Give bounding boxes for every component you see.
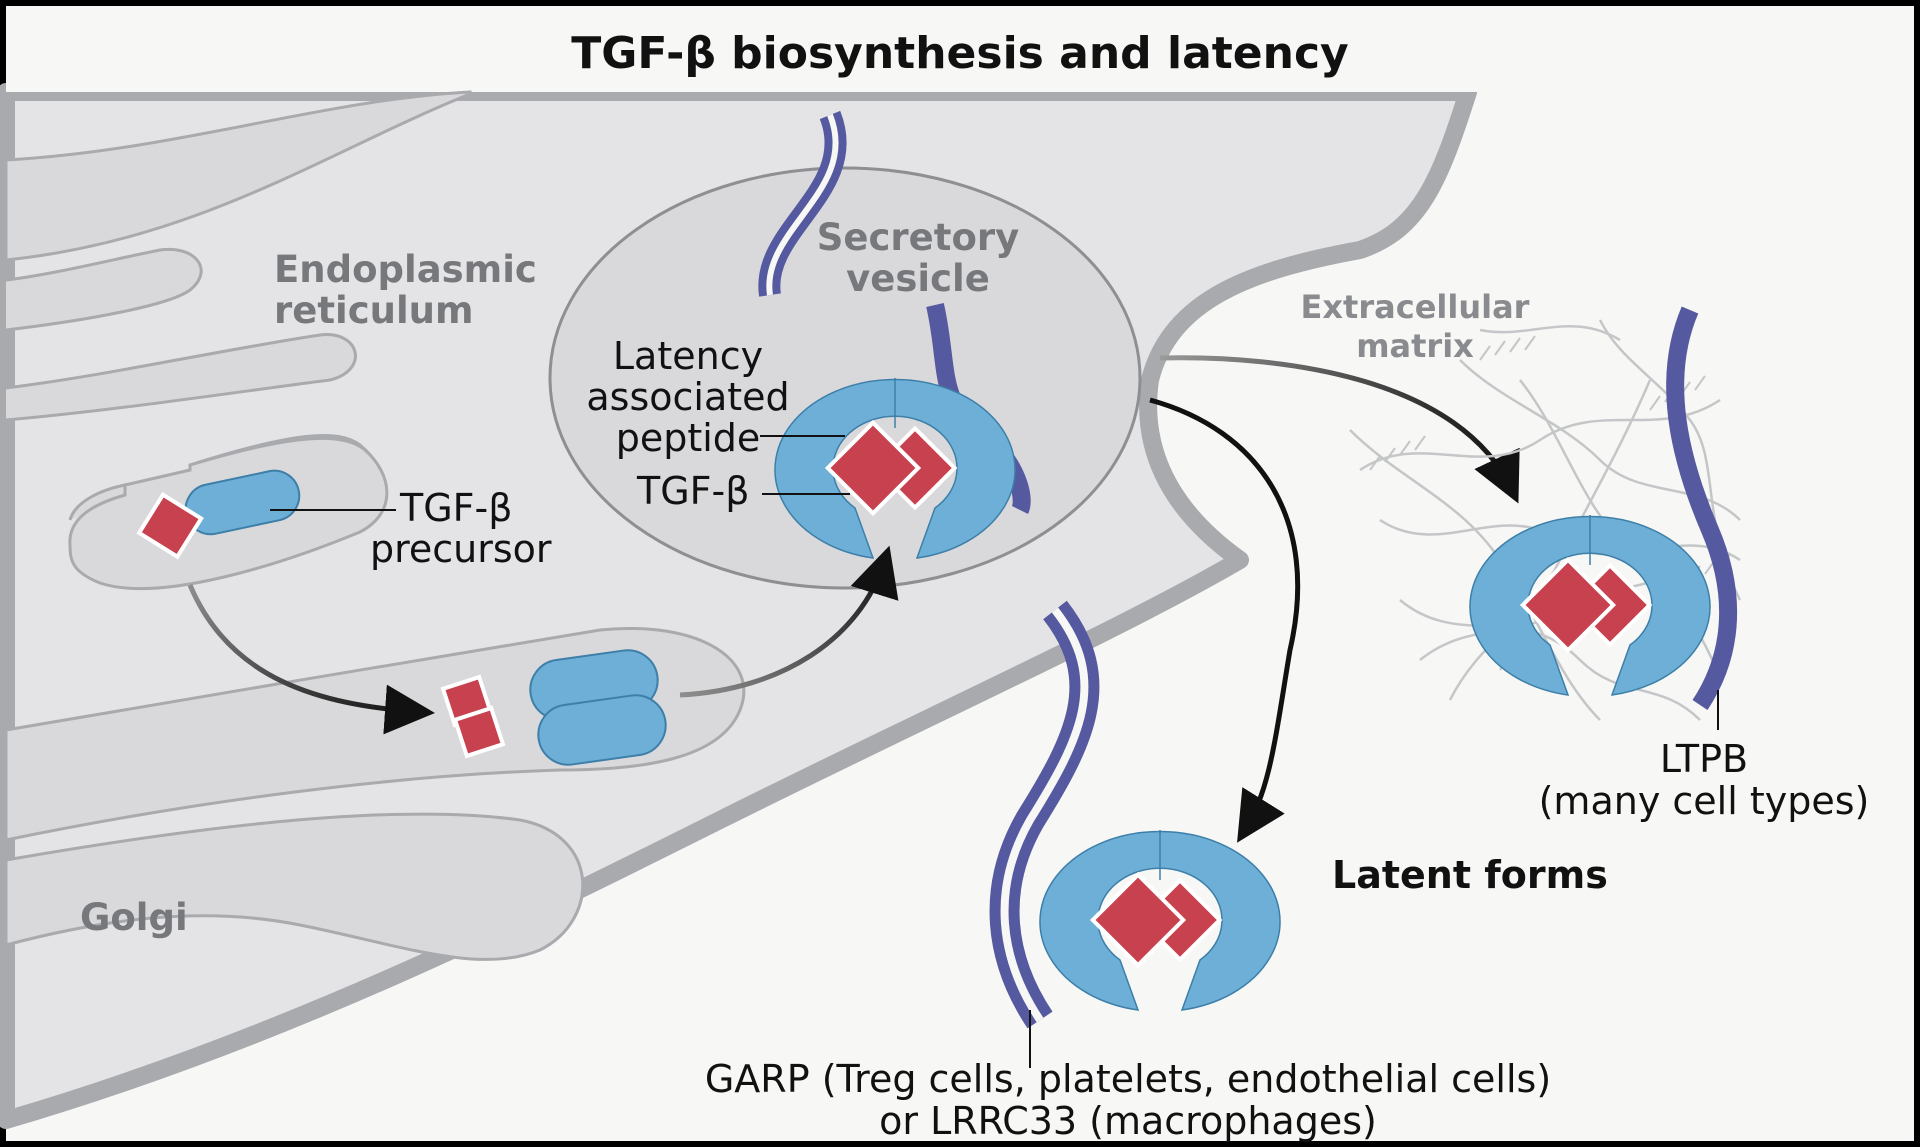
lap-label-line1: Latency [613, 334, 763, 378]
golgi-stack-2 [4, 812, 585, 961]
tgfb-precursor [136, 469, 301, 560]
garp-label-line1: GARP (Treg cells, platelets, endothelial… [705, 1057, 1551, 1101]
er-label-line1: Endoplasmic [274, 248, 537, 291]
vesicle-label-line2: vesicle [846, 257, 990, 300]
arrow-to-matrix [1159, 355, 1520, 504]
garp-label-line2: or LRRC33 (macrophages) [879, 1099, 1377, 1143]
arrow-er-to-golgi [187, 584, 435, 735]
precursor-label-line2: precursor [370, 527, 552, 571]
vesicle-label-line1: Secretory [817, 216, 1020, 259]
er-cisterna-1 [5, 247, 203, 332]
golgi-cleaved-tgfb [440, 649, 667, 766]
arrow-to-latent-forms [1149, 397, 1301, 843]
vesicle-anchor-garp [758, 110, 847, 297]
ltpb-anchor [1666, 306, 1738, 710]
er-sheet-top [4, 90, 472, 262]
lap-label-line2: associated [586, 375, 789, 419]
er-label-line2: reticulum [274, 289, 474, 332]
er-cisterna-2 [5, 333, 357, 422]
ecm-label-line2: matrix [1356, 327, 1474, 365]
ltpb-label-line1: LTPB [1660, 737, 1748, 781]
arrow-golgi-to-vesicle [679, 545, 899, 698]
lap-label-line3: peptide [616, 416, 761, 460]
tgfb-label: TGF-β [636, 469, 749, 513]
garp-anchor [989, 600, 1100, 1029]
precursor-label-line1: TGF-β [399, 486, 512, 530]
latent-forms-label: Latent forms [1332, 853, 1608, 897]
golgi-label: Golgi [80, 896, 188, 939]
ltpb-label-line2: (many cell types) [1539, 779, 1870, 823]
ecm-label-line1: Extracellular [1301, 288, 1530, 326]
diagram-title: TGF-β biosynthesis and latency [571, 28, 1348, 79]
